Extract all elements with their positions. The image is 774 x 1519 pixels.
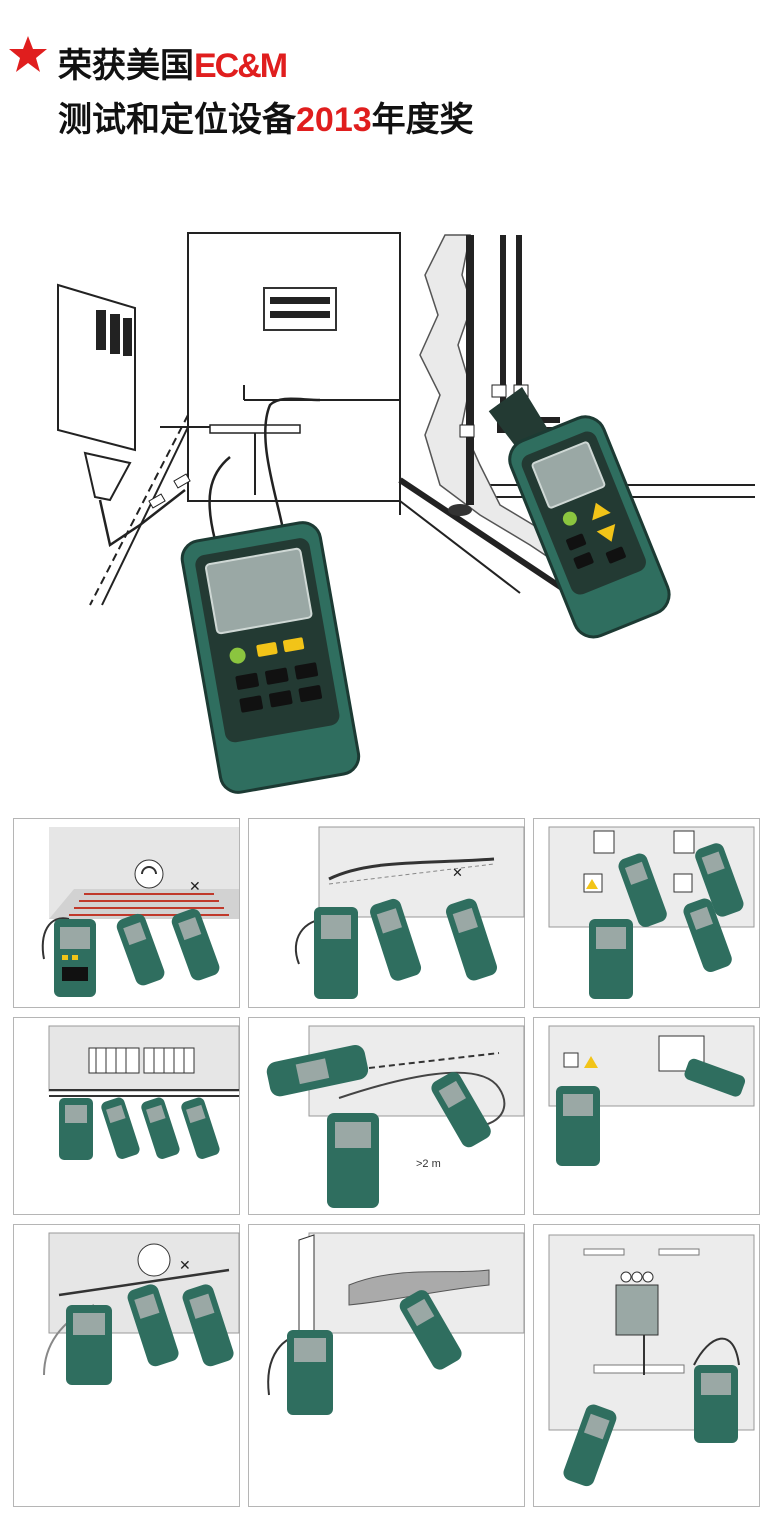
panel-wall-wire: ✕ [248,818,525,1008]
award-suffix: 年度奖 [371,100,474,140]
radiators-illustration [48,1025,240,1160]
break-illustration: ✕ [43,1232,240,1385]
panel-floor-heating: ✕ [13,818,240,1008]
award-subtitle: 测试和定位设备2013年度奖 [58,92,474,141]
award-title: 荣获美国EC&M [58,38,288,87]
svg-text:✕: ✕ [189,879,201,895]
award-year: 2013 [296,101,372,139]
plaster-illustration [267,1232,525,1415]
distribution-board-illustration [548,1234,755,1487]
panel-under-plaster [248,1224,525,1507]
distance-illustration [266,1025,525,1208]
svg-text:✕: ✕ [452,866,463,881]
fuse-box-illustration [548,1025,755,1166]
wall-wire-illustration: ✕ [294,826,525,999]
outlet-illustration [548,826,755,999]
star-icon [9,36,47,72]
distance-label: >2 m [416,1158,441,1170]
header: 荣获美国EC&M 测试和定位设备2013年度奖 [0,0,774,150]
panel-radiators [13,1017,240,1215]
panel-outlet-fuse [533,818,760,1008]
panel-distribution-board [533,1224,760,1507]
panel-distance: >2 m [248,1017,525,1215]
panel-break-detection: ✕ [13,1224,240,1507]
ecm-logo: EC&M [194,47,288,85]
award-prefix: 荣获美国 [58,46,194,86]
floor-heating-illustration: ✕ [41,827,239,997]
panel-fuse-box [533,1017,760,1215]
hero-illustration [57,232,755,794]
award-category: 测试和定位设备 [58,100,296,140]
transmitter-icon [54,919,96,997]
svg-text:✕: ✕ [179,1258,191,1274]
